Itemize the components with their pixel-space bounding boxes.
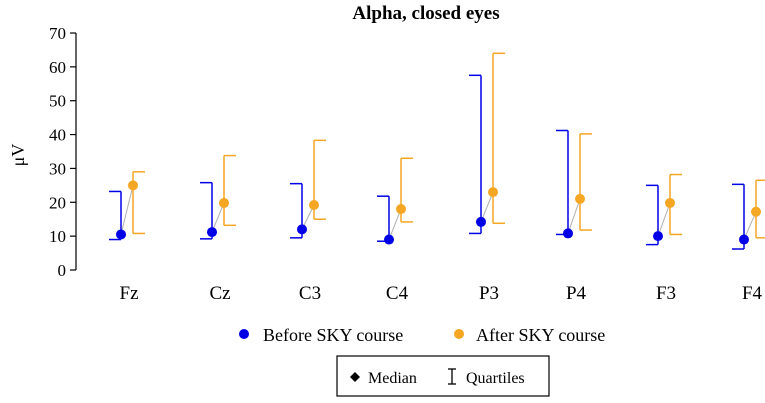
y-axis: 0 10 20 30 40 50 60 70 [49, 24, 77, 280]
x-tick-label: C3 [299, 283, 321, 304]
y-tick-label: 60 [49, 58, 66, 77]
x-tick-label: P3 [479, 283, 499, 304]
median-point [488, 187, 498, 198]
y-tick-label: 0 [58, 261, 67, 280]
x-tick-label: C4 [386, 283, 409, 304]
median-point [297, 224, 307, 235]
median-diamond-icon [350, 372, 360, 382]
y-tick-label: 50 [49, 92, 66, 111]
median-connector [211, 202, 225, 233]
median-point [309, 199, 319, 210]
quartile-errorbar [469, 74, 482, 235]
median-connector [657, 202, 671, 237]
x-tick-label: P4 [566, 283, 587, 304]
x-tick-label: Fz [120, 283, 139, 304]
median-point [207, 227, 217, 238]
median-connector [388, 208, 402, 240]
y-tick-label: 10 [49, 227, 66, 246]
median-point [751, 206, 761, 217]
median-point [665, 197, 675, 208]
y-tick-label: 40 [49, 126, 66, 145]
y-axis-label: μV [8, 144, 28, 167]
legend-median-label: Median [368, 370, 417, 387]
y-tick-label: 30 [49, 159, 66, 178]
plot-area [109, 52, 765, 250]
median-point [739, 234, 749, 245]
marker-legend: Median Quartiles [336, 355, 550, 397]
median-connector [743, 211, 757, 240]
legend-before-label: Before SKY course [263, 325, 403, 345]
marker-legend-box [336, 355, 550, 397]
x-tick-label: F4 [742, 283, 763, 304]
median-connector [480, 191, 494, 223]
legend-before-marker [239, 329, 249, 339]
y-tick-label: 20 [49, 193, 66, 212]
median-point [563, 228, 573, 239]
quartile-errorbar [556, 129, 569, 236]
median-connector [567, 198, 581, 234]
y-tick-label: 70 [49, 24, 66, 43]
median-point [575, 193, 585, 204]
x-axis-labels: Fz Cz C3 C4 P3 P4 F3 F4 [120, 283, 763, 304]
x-tick-label: F3 [656, 283, 676, 304]
median-point [116, 229, 126, 240]
legend-after-marker [454, 329, 464, 339]
median-point [653, 231, 663, 242]
quartiles-errorbar-icon [448, 368, 456, 385]
legend-quartiles-label: Quartiles [466, 370, 525, 387]
median-point [384, 234, 394, 245]
quartile-errorbar [492, 52, 505, 225]
median-point [396, 204, 406, 215]
legend-after-label: After SKY course [476, 325, 605, 345]
median-point [128, 180, 138, 191]
quartile-errorbar [223, 154, 236, 227]
quartile-errorbar [579, 133, 592, 231]
median-point [476, 216, 486, 227]
median-point [219, 197, 229, 208]
quartile-errorbar [377, 195, 390, 242]
x-tick-label: Cz [209, 283, 230, 304]
chart-title: Alpha, closed eyes [352, 3, 499, 24]
series-legend: Before SKY course After SKY course [239, 325, 605, 345]
median-connector [120, 185, 134, 235]
